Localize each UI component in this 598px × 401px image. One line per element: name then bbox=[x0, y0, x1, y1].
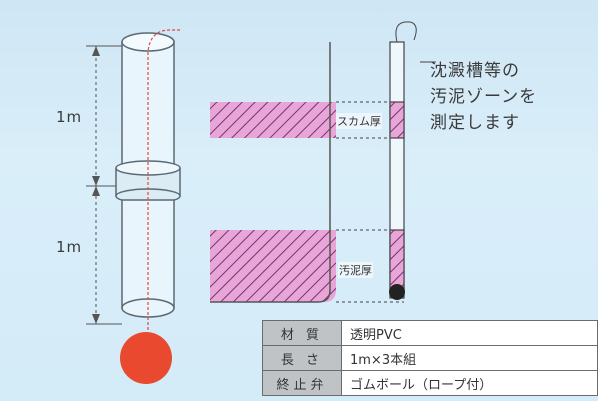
caption-line-1: 沈澱槽等の bbox=[430, 61, 520, 81]
dimension-line bbox=[86, 45, 122, 325]
spec-key: 長 さ bbox=[262, 345, 342, 371]
sampled-scum bbox=[389, 101, 405, 139]
sludge-thickness-label: 汚泥厚 bbox=[338, 262, 373, 278]
rubber-ball-valve bbox=[120, 332, 172, 384]
dimension-label-upper: 1m bbox=[56, 108, 83, 126]
spec-value: 1m×3本組 bbox=[341, 345, 598, 371]
dimension-label-lower: 1m bbox=[56, 238, 83, 256]
scum-zone bbox=[210, 102, 336, 138]
spec-value: 透明PVC bbox=[341, 320, 598, 346]
table-row: 材 質 透明PVC bbox=[262, 320, 598, 346]
caption-line-2: 汚泥ゾーンを bbox=[430, 87, 538, 107]
table-row: 長 さ 1m×3本組 bbox=[262, 345, 598, 371]
tank-section bbox=[210, 21, 436, 303]
spec-table: 材 質 透明PVC 長 さ 1m×3本組 終止弁 ゴムボール（ロープ付） bbox=[262, 320, 598, 396]
spec-value: ゴムボール（ロープ付） bbox=[341, 370, 598, 396]
table-row: 終止弁 ゴムボール（ロープ付） bbox=[262, 370, 598, 396]
tube-top-rim bbox=[121, 32, 175, 52]
sludge-zone bbox=[210, 230, 336, 302]
tank-wall bbox=[210, 42, 331, 303]
rope bbox=[147, 29, 180, 330]
caption-line-3: 測定します bbox=[430, 113, 520, 133]
sampler-rope bbox=[395, 21, 417, 43]
spec-key: 材 質 bbox=[262, 320, 342, 346]
sampled-sludge bbox=[389, 229, 405, 291]
sampler-tube bbox=[86, 29, 181, 384]
caption: 沈澱槽等の 汚泥ゾーンを 測定します bbox=[430, 58, 590, 136]
scum-thickness-label: スカム厚 bbox=[336, 113, 382, 129]
spec-key: 終止弁 bbox=[262, 370, 342, 396]
sampler-ball bbox=[389, 284, 405, 300]
